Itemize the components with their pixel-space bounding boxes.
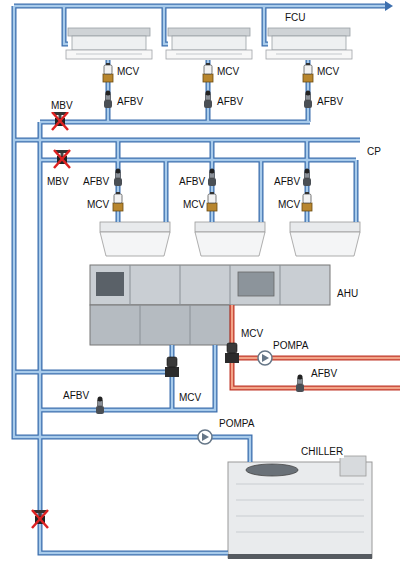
afbv-valve: [208, 169, 216, 187]
pipe-outline: [14, 6, 385, 553]
pipe-core: [14, 6, 385, 553]
fcu-top: [268, 28, 350, 36]
mbv-valve-crossed: [32, 510, 48, 528]
component-label: MCV: [182, 199, 206, 211]
afbv-valve: [104, 91, 112, 109]
mbv-valve-crossed: [52, 112, 68, 130]
mcv-valve: [203, 63, 213, 82]
ahu-upper: [90, 265, 330, 305]
chiller-unit: [228, 456, 372, 559]
flow-arrow: [385, 1, 393, 11]
mcv-valve: [207, 192, 217, 211]
panel-top: [195, 222, 265, 232]
component-label: AFBV: [82, 176, 110, 188]
panel-body: [290, 232, 360, 256]
component-label: MCV: [240, 328, 264, 340]
ceiling-panels: [100, 222, 360, 256]
air-handling-unit: [90, 265, 330, 345]
ahu-coil: [238, 272, 274, 296]
chiller-box: [340, 456, 366, 476]
fcu-body: [172, 36, 246, 50]
component-label: AHU: [336, 288, 359, 300]
pump-symbol: [198, 430, 212, 444]
ahu-opening: [96, 272, 124, 296]
component-label: AFBV: [273, 176, 301, 188]
component-label: MCV: [277, 199, 301, 211]
grille-lines: [76, 54, 342, 55]
mbv-valve-crossed: [54, 150, 70, 168]
component-label: MCV: [116, 66, 140, 78]
chiller-louvres: [236, 484, 364, 532]
afbv-valve: [114, 169, 122, 187]
fcu-top: [168, 28, 250, 36]
panel-top: [290, 222, 360, 232]
mcv-valve: [303, 63, 313, 82]
component-label: AFBV: [310, 368, 338, 380]
component-label: MCV: [178, 392, 202, 404]
component-label: AFBV: [178, 176, 206, 188]
fan-coil-units: [66, 28, 352, 59]
component-label: FCU: [284, 12, 307, 24]
hot-pipe-outline: [232, 305, 400, 388]
component-label: CP: [366, 146, 382, 158]
component-label: POMPA: [272, 340, 309, 352]
panel-top: [100, 222, 170, 232]
panel-body: [100, 232, 170, 256]
component-label: POMPA: [218, 418, 255, 430]
afbv-valve: [303, 169, 311, 187]
hot-pipe-core: [232, 305, 400, 388]
mcv-3way-valve: [225, 343, 239, 363]
mcv-valve: [113, 192, 123, 211]
afbv-valve: [304, 91, 312, 109]
ahu-panels: [130, 265, 280, 345]
component-label: AFBV: [62, 390, 90, 402]
mcv-valve: [103, 63, 113, 82]
fcu-top: [68, 28, 150, 36]
fcu-body: [272, 36, 346, 50]
mcv-valve: [302, 192, 312, 211]
component-label: MCV: [316, 66, 340, 78]
component-label: MBV: [50, 100, 74, 112]
component-label: CHILLER: [300, 446, 344, 458]
afbv-valve: [296, 375, 304, 393]
component-label: AFBV: [116, 96, 144, 108]
chiller-base: [228, 554, 372, 559]
pump-symbol: [258, 351, 272, 365]
chiller-fan: [246, 464, 298, 476]
fcu-body: [72, 36, 146, 50]
mcv-3way-valve: [165, 357, 179, 377]
component-label: AFBV: [216, 96, 244, 108]
component-label: MCV: [86, 199, 110, 211]
afbv-valve: [96, 397, 104, 415]
afbv-valve: [204, 91, 212, 109]
component-label: MCV: [216, 66, 240, 78]
component-label: MBV: [46, 176, 70, 188]
component-label: AFBV: [316, 96, 344, 108]
ahu-lower: [90, 305, 230, 345]
panel-body: [195, 232, 265, 256]
